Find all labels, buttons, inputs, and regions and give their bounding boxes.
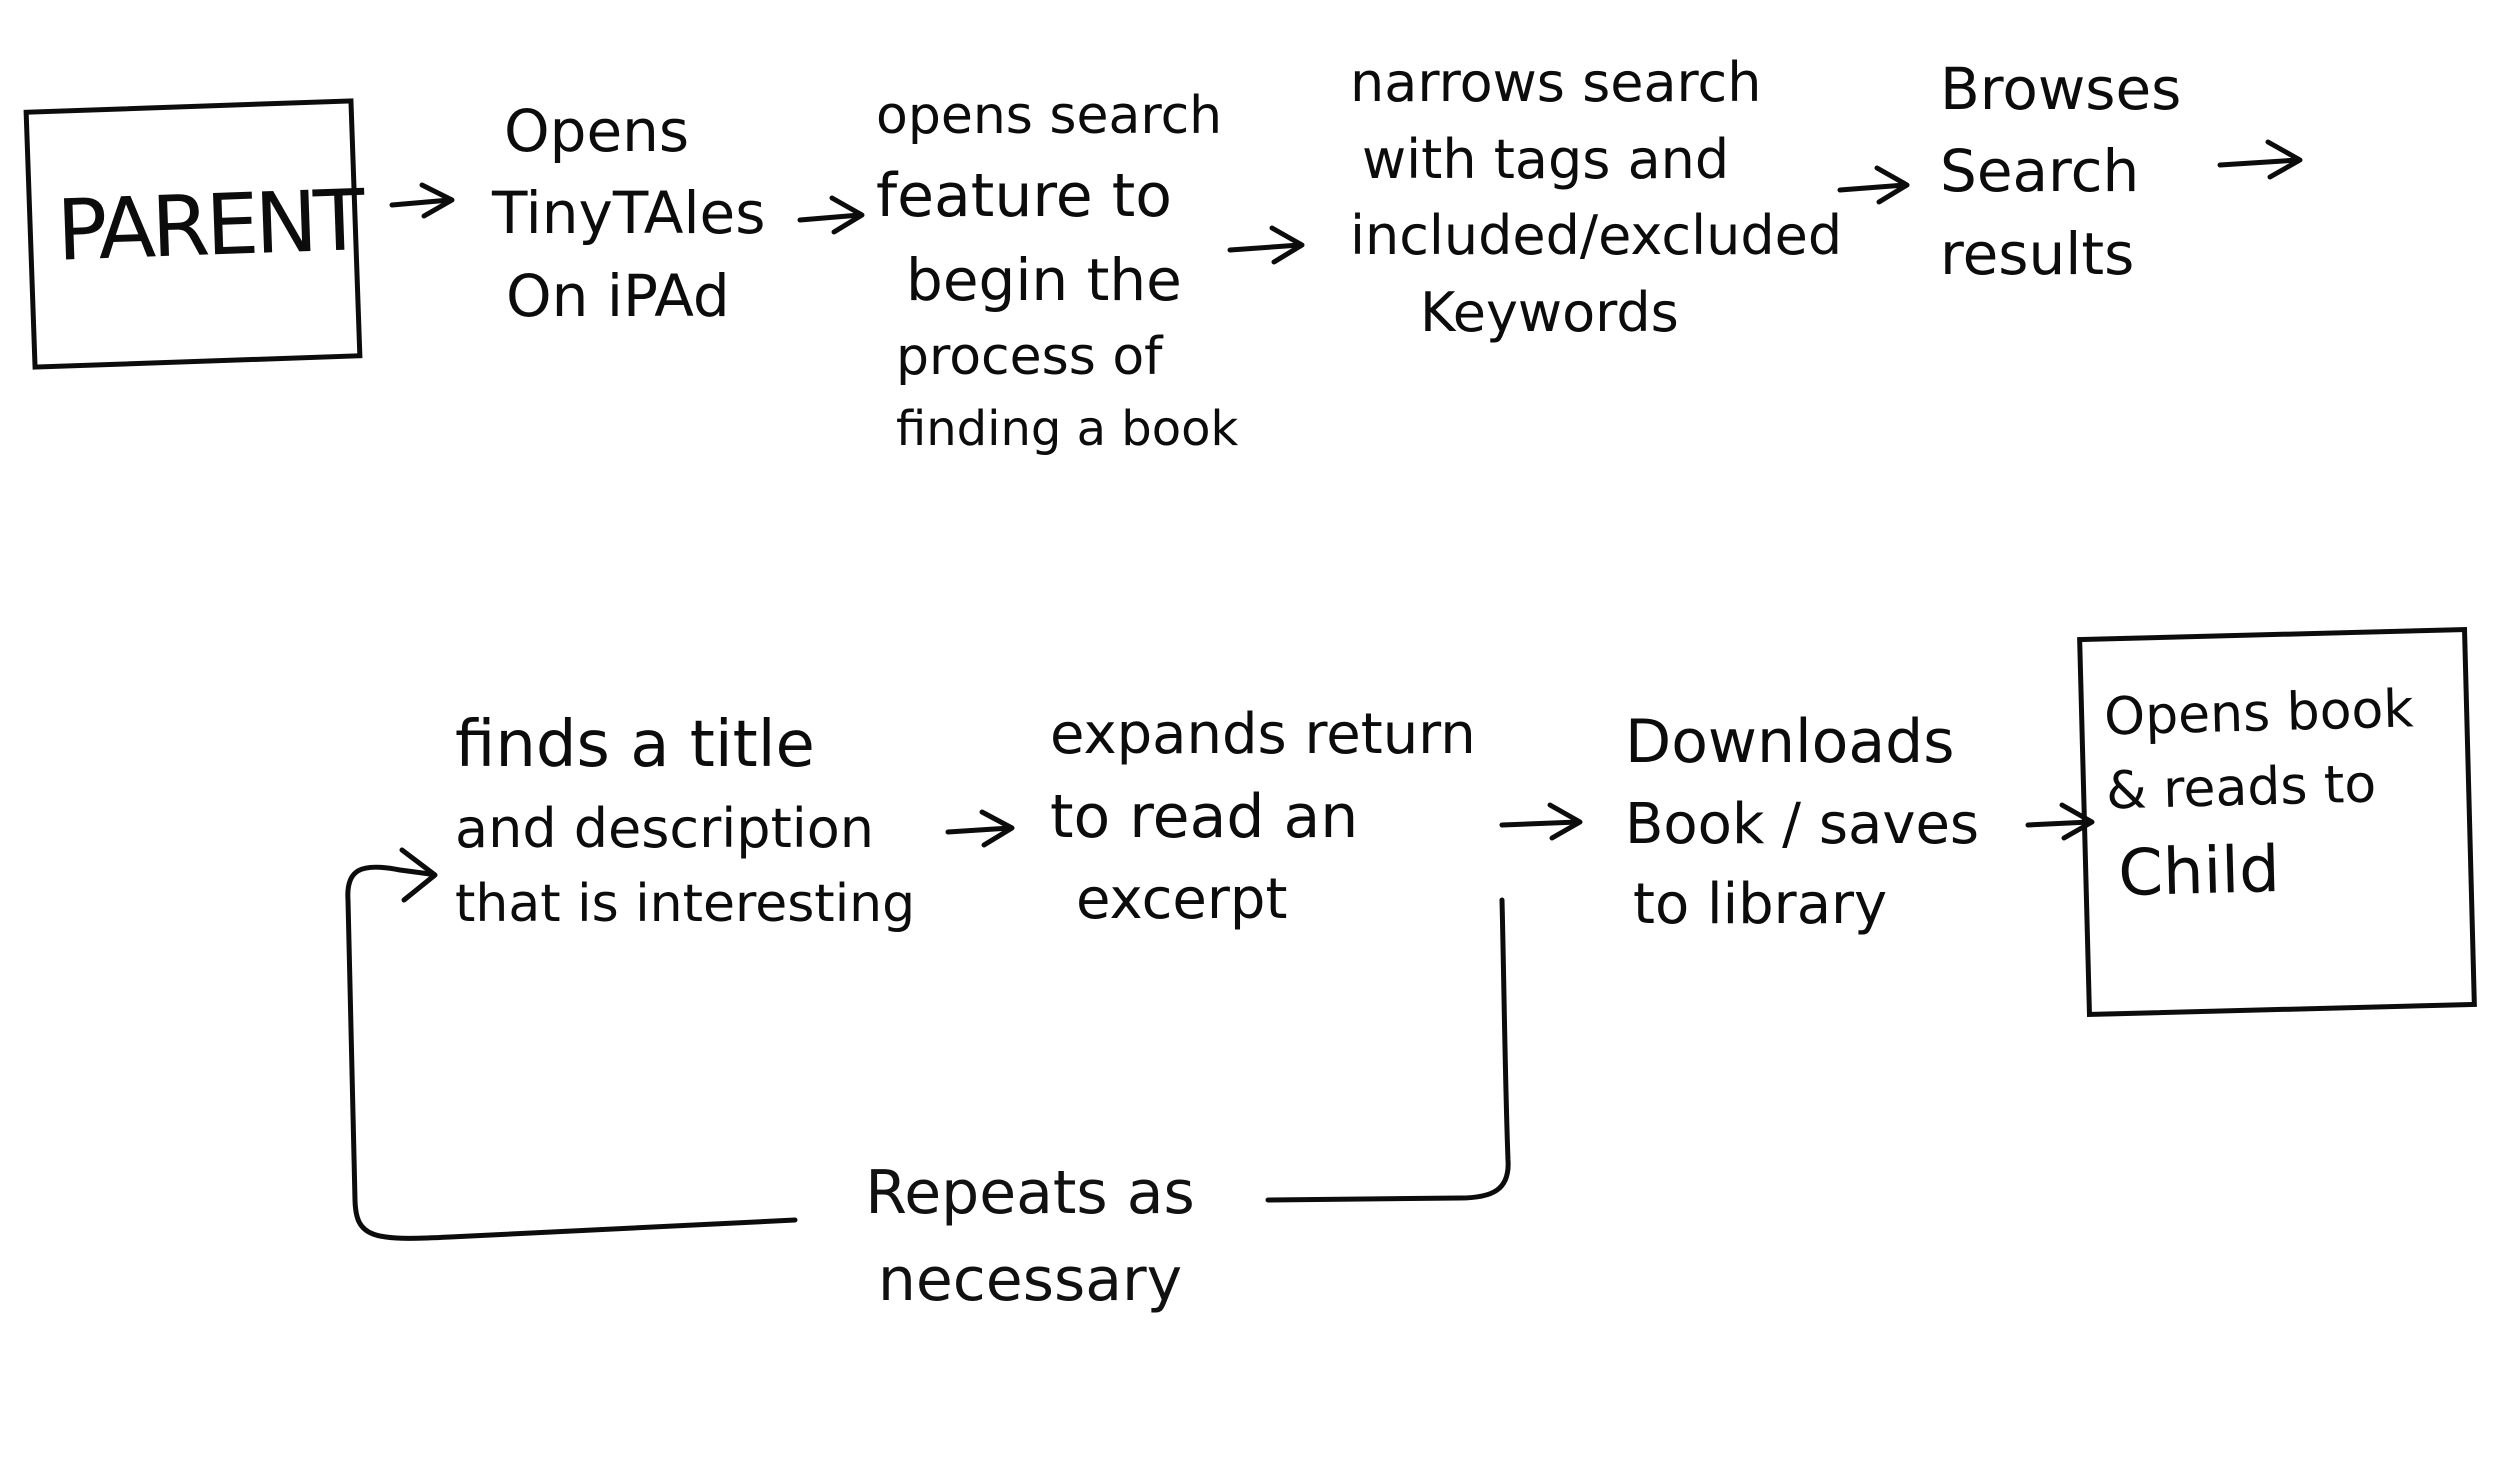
loop-label: Repeats as necessary — [800, 1150, 1260, 1324]
node-expands-return: expands return to read an excerpt — [1050, 695, 1510, 939]
node-finds-title-line-3: that is interesting — [455, 873, 916, 934]
node-narrows-line-1: narrows search — [1350, 51, 1762, 114]
node-browses-line-2: Search — [1940, 137, 2140, 206]
node-parent: PARENT — [23, 98, 363, 370]
arrow-downloads-to-opens-book — [2025, 802, 2095, 841]
arrow-search-to-narrows — [1227, 225, 1305, 265]
node-opens-app-line-3: On iPAd — [506, 261, 730, 330]
arrow-opens-app-to-search — [797, 195, 865, 235]
node-opens-app-line-1: Opens — [504, 97, 690, 165]
node-opens-search-line-1: opens search — [876, 86, 1223, 146]
node-opens-book-line-2: & reads to — [2105, 754, 2377, 822]
node-expands-line-3: excerpt — [1076, 866, 1288, 932]
loop-label-line-2: necessary — [877, 1245, 1183, 1315]
node-expands-line-1: expands return — [1050, 702, 1476, 767]
node-narrows-line-3: included/excluded — [1350, 204, 1843, 268]
node-downloads-line-3: to library — [1633, 871, 1888, 937]
node-downloads-line-1: Downloads — [1625, 707, 1955, 777]
node-opens-app-line-2: TinyTAles — [492, 179, 766, 248]
loop-label-line-1: Repeats as — [865, 1158, 1195, 1228]
node-finds-title-line-1: finds a title — [455, 708, 815, 782]
node-opens-search: opens search feature to begin the proces… — [876, 80, 1239, 463]
arrow-narrows-to-browses — [1837, 165, 1910, 205]
node-expands-line-2: to read an — [1050, 781, 1359, 852]
node-opens-search-line-4: process of — [896, 327, 1163, 388]
node-narrows-search: narrows search with tags and included/ex… — [1350, 45, 1843, 352]
node-opens-book: Opens book & reads to Child — [2077, 626, 2477, 1018]
node-opens-search-line-3: begin the — [906, 246, 1182, 315]
arrow-parent-to-opens-app — [389, 182, 455, 219]
node-narrows-line-4: Keywords — [1420, 281, 1679, 345]
node-opens-search-line-5: finding a book — [896, 401, 1239, 458]
node-opens-search-line-2: feature to — [876, 160, 1172, 231]
node-downloads-line-2: Book / saves — [1625, 792, 1980, 858]
arrow-browses-continuation — [2217, 139, 2303, 180]
node-browses-results: Browses Search results — [1940, 48, 2220, 295]
node-browses-line-1: Browses — [1940, 55, 2182, 123]
node-opens-app: Opens TinyTAles On iPAd — [492, 90, 792, 337]
arrow-expands-to-downloads — [1499, 802, 1583, 841]
node-opens-book-line-3: Child — [2117, 832, 2281, 911]
loop-back-arrow — [345, 847, 1511, 1241]
node-narrows-line-2: with tags and — [1362, 127, 1730, 191]
node-parent-label: PARENT — [55, 171, 363, 280]
node-finds-title: finds a title and description that is in… — [455, 700, 955, 941]
node-browses-line-3: results — [1940, 219, 2135, 288]
node-finds-title-line-2: and description — [455, 796, 875, 860]
node-opens-book-line-1: Opens book — [2103, 679, 2415, 748]
node-downloads-book: Downloads Book / saves to library — [1625, 700, 2025, 944]
arrow-finds-to-expands — [945, 809, 1015, 848]
